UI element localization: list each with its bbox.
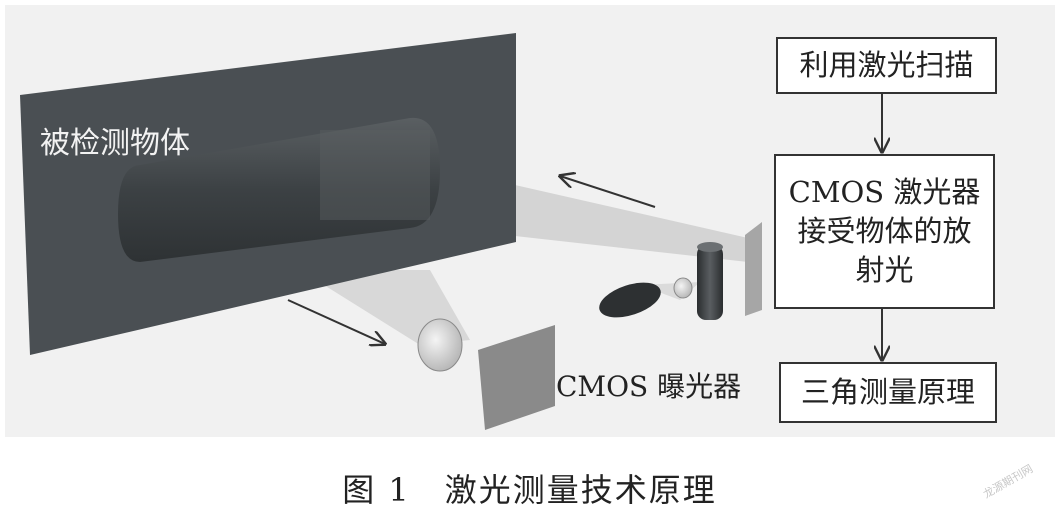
figure-caption: 图 1 激光测量技术原理 (342, 471, 717, 509)
outgoing-arrow (287, 299, 385, 344)
cylinder-shadow (320, 130, 430, 220)
object-label: 被检测物体 (40, 126, 190, 161)
small-lens (673, 277, 693, 299)
cmos-sensor-label: CMOS 曝光器 (556, 370, 742, 403)
return-beam (515, 185, 748, 262)
laser-cylinder (697, 245, 723, 320)
laser-plate (745, 222, 762, 316)
flow-step-1-text: 利用激光扫描 (799, 47, 974, 82)
flow-step-2-text: CMOS 激光器接受物体的放射光 (788, 174, 981, 288)
flow-step-triangulation: 三角测量原理 (779, 362, 997, 423)
laser-cylinder-top (697, 242, 723, 252)
flow-step-laser-scan: 利用激光扫描 (776, 37, 997, 94)
receiver-lens (417, 318, 463, 372)
cylinder-object (118, 117, 440, 263)
flow-step-3-text: 三角测量原理 (800, 374, 975, 409)
return-arrow (560, 176, 656, 208)
cmos-sensor-plate (478, 325, 555, 430)
cmos-capsule (599, 282, 661, 318)
flow-step-cmos-receive: CMOS 激光器接受物体的放射光 (774, 154, 995, 309)
